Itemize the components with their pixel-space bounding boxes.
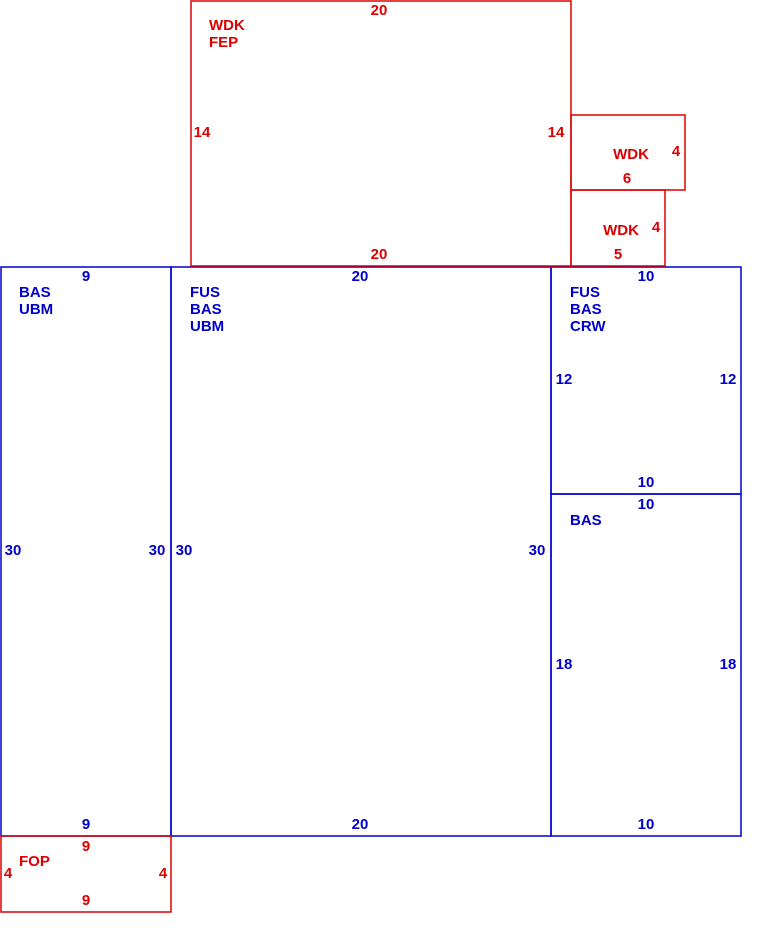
dimension-label-right: 4 [159, 865, 168, 882]
area-code-label: FUS [570, 284, 600, 301]
dimension-label-left: 30 [176, 542, 193, 559]
dimension-label-right: 12 [720, 371, 737, 388]
dimension-label-right: 4 [672, 143, 681, 160]
dimension-label-left: 12 [556, 371, 573, 388]
section-wdk-lower-right: WDK 4 5 [570, 189, 666, 267]
dimension-label-bottom: 6 [623, 170, 631, 187]
dimension-label-left: 18 [556, 656, 573, 673]
dimension-label-left: 4 [4, 865, 13, 882]
dimension-label-top: 9 [82, 838, 90, 855]
dimension-label-bottom: 9 [82, 816, 90, 833]
area-code-label: BAS [190, 301, 222, 318]
dimension-label-left: 14 [194, 124, 211, 141]
area-code-label: BAS [570, 301, 602, 318]
dimension-label-top: 10 [638, 496, 655, 513]
dimension-label-top: 20 [352, 268, 369, 285]
area-code-label: FUS [190, 284, 220, 301]
area-code-label: WDK [613, 146, 649, 163]
section-outline [570, 189, 666, 267]
section-outline [550, 493, 742, 837]
area-code-label: BAS [19, 284, 51, 301]
section-wdk-upper-right: WDK 4 6 [570, 114, 686, 191]
dimension-label-top: 20 [371, 2, 388, 19]
area-code-label: WDK [603, 222, 639, 239]
dimension-label-bottom: 10 [638, 474, 655, 491]
dimension-label-right: 4 [652, 219, 661, 236]
area-code-label: UBM [19, 301, 53, 318]
area-code-label: FOP [19, 853, 50, 870]
dimension-label-top: 10 [638, 268, 655, 285]
dimension-label-bottom: 20 [371, 246, 388, 263]
area-code-label: FEP [209, 34, 238, 51]
section-outline [0, 835, 172, 913]
area-code-label: CRW [570, 318, 606, 335]
dimension-label-right: 30 [149, 542, 166, 559]
dimension-label-right: 18 [720, 656, 737, 673]
dimension-label-bottom: 20 [352, 816, 369, 833]
dimension-label-right: 30 [529, 542, 546, 559]
area-code-label: BAS [570, 512, 602, 529]
section-outline [0, 266, 172, 837]
section-fop-bottom-left: FOP 9 9 4 4 [0, 835, 172, 913]
dimension-label-bottom: 10 [638, 816, 655, 833]
dimension-label-left: 30 [5, 542, 22, 559]
section-bas-lower-right: BAS 10 10 18 18 [550, 493, 742, 837]
section-outline [170, 266, 552, 837]
area-code-label: UBM [190, 318, 224, 335]
dimension-label-bottom: 9 [82, 892, 90, 909]
dimension-label-right: 14 [548, 124, 565, 141]
dimension-label-bottom: 5 [614, 246, 622, 263]
dimension-label-top: 9 [82, 268, 90, 285]
section-outline [190, 0, 572, 267]
area-code-label: WDK [209, 17, 245, 34]
